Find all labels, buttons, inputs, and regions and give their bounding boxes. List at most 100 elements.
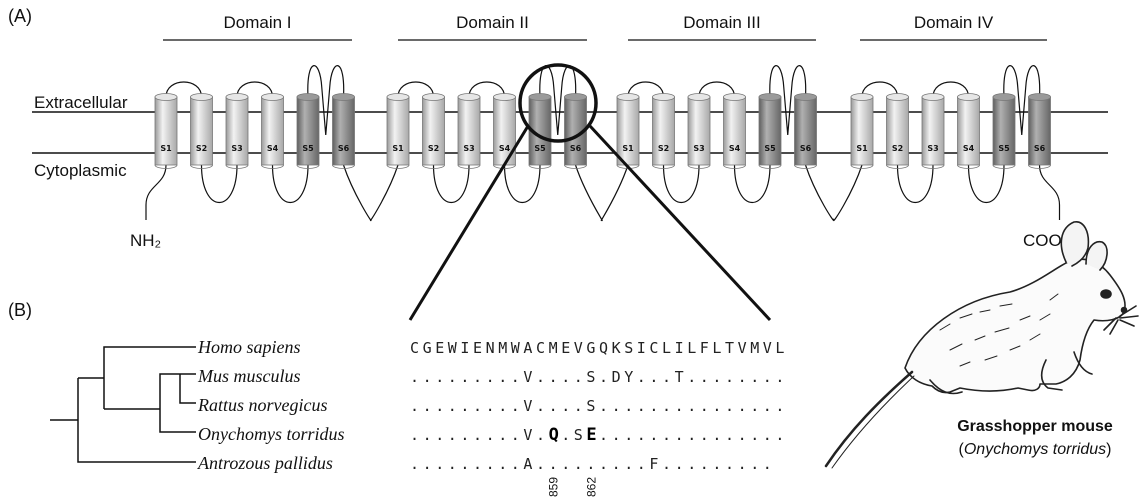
channel-loops [145,65,1061,222]
segment-label: S1 [622,144,634,153]
mouse-caption-title: Grasshopper mouse [957,418,1113,435]
species-name: Antrozous pallidus [197,453,333,473]
segment-d3-s5: S5 [758,93,782,169]
mouse-caption-species: (Onychomys torridus) [959,441,1112,458]
caption-paren-close: ) [1106,441,1111,458]
segment-d2-s4: S4 [493,93,516,169]
segment-d4-s2: S2 [886,93,909,169]
sequence-row: .........V....S.DY...T........ [410,368,784,386]
segment-label: S1 [392,144,404,153]
species-name: Homo sapiens [197,337,301,357]
cytoplasmic-loop [200,164,238,204]
cytoplasmic-loop [967,164,1005,204]
segment-label: S6 [338,144,350,153]
sequence-alignment: Homo sapiens CGEWIENMWACMEVGQKSICLILFLTVM… [197,337,784,473]
segment-d1-s2: S2 [190,93,213,169]
segment-d3-s2: S2 [652,93,675,169]
segment-label: S6 [1034,144,1046,153]
extracellular-loop [165,81,203,98]
domain-label-4: Domain IV [914,13,994,32]
panel-a-label: (A) [8,6,32,26]
segment-d2-s2: S2 [422,93,445,169]
zoom-circle [518,63,598,143]
sequence-row: CGEWIENMWACMEVGQKSICLILFLTVMVL [410,339,784,357]
segment-d4-s5: S5 [992,93,1016,169]
n-terminus-tail [145,164,167,220]
extracellular-loop [932,81,970,98]
segment-label: S5 [302,144,314,153]
c-terminus-tail [1038,164,1061,220]
cytoplasmic-label: Cytoplasmic [34,161,127,180]
segment-label: S4 [963,144,975,153]
segment-label: S5 [764,144,776,153]
species-name: Onychomys torridus [198,424,345,444]
segment-label: S2 [892,144,903,153]
cytoplasmic-loop [432,164,470,204]
segment-d4-s4: S4 [957,93,980,169]
segment-label: S3 [231,144,242,153]
segment-label: S3 [927,144,938,153]
segment-label: S6 [800,144,812,153]
pore-loop [307,65,345,136]
extracellular-loop [861,81,899,98]
segment-d1-s3: S3 [225,93,249,169]
zoom-line-left [408,125,530,321]
segment-label: S6 [570,144,582,153]
segment-d2-s3: S3 [457,93,481,169]
domain-label-2: Domain II [456,13,529,32]
segment-label: S1 [160,144,172,153]
extracellular-loop [236,81,274,98]
cytoplasmic-loop [503,164,541,204]
segment-label: S4 [267,144,279,153]
domain-label-1: Domain I [223,13,291,32]
segment-d2-s1: S1 [386,93,410,169]
phylogenetic-tree [50,346,196,463]
segment-label: S2 [658,144,669,153]
position-number: 862 [584,477,598,497]
extracellular-loop [627,81,665,98]
segment-d3-s4: S4 [723,93,746,169]
cytoplasmic-loop [733,164,771,204]
cytoplasmic-loop [896,164,934,204]
segment-d2-s6: S6 [564,93,587,169]
species-name: Rattus norvegicus [197,395,327,415]
segment-d4-s6: S6 [1028,93,1051,169]
inter-domain-linker [342,164,399,222]
pore-loop [769,65,807,136]
caption-paren-open: ( [959,441,965,458]
pore-loop [1003,65,1041,136]
segment-label: S1 [856,144,868,153]
caption-species-name: Onychomys torridus [964,441,1106,458]
segment-label: S5 [998,144,1010,153]
segment-d1-s6: S6 [332,93,355,169]
segment-d1-s1: S1 [154,93,178,169]
segment-label: S4 [729,144,741,153]
segment-d2-s5: S5 [528,93,552,169]
extracellular-loop [698,81,736,98]
segment-label: S2 [196,144,207,153]
segment-label: S5 [534,144,546,153]
segment-label: S2 [428,144,439,153]
inter-domain-linker [804,164,863,222]
grasshopper-mouse-drawing [824,221,1139,469]
segment-d1-s5: S5 [296,93,320,169]
segment-d1-s4: S4 [261,93,284,169]
zoom-line-right [588,124,772,322]
inter-domain-linker [574,164,629,222]
extracellular-label: Extracellular [34,93,128,112]
segment-d3-s3: S3 [687,93,711,169]
segment-d4-s1: S1 [850,93,874,169]
segment-label: S4 [499,144,511,153]
segment-d3-s6: S6 [794,93,817,169]
species-name: Mus musculus [197,366,301,386]
segment-label: S3 [693,144,704,153]
cytoplasmic-loop [662,164,700,204]
sequence-row: .........A.........F......... [410,455,772,473]
pore-loop-zoom [408,63,772,322]
segment-d4-s3: S3 [921,93,945,169]
extracellular-loop [397,81,435,98]
